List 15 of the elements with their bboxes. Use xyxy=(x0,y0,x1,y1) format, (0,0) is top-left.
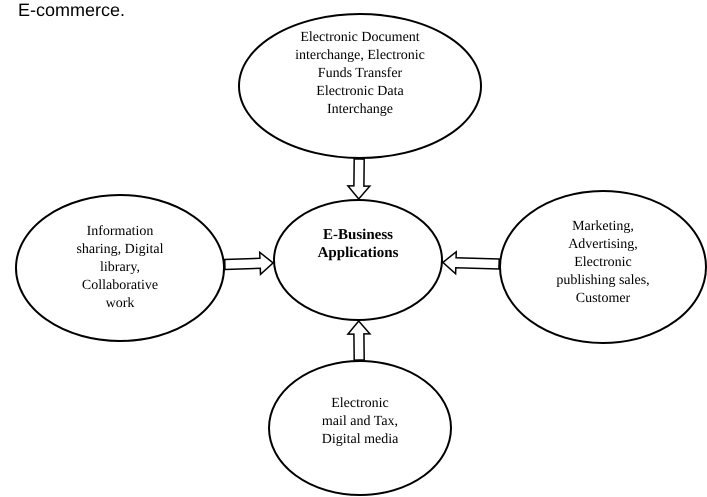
ellipse-node xyxy=(15,194,225,342)
node-text: Information sharing, Digital library, Collaborative work xyxy=(75,223,165,313)
block-arrow xyxy=(346,320,372,361)
ellipse-node xyxy=(238,13,482,159)
block-arrow xyxy=(224,250,274,276)
ellipse-node xyxy=(499,190,707,344)
node-text: E-Business Applications xyxy=(316,226,400,262)
block-arrow xyxy=(346,158,372,200)
block-arrow xyxy=(442,250,500,276)
node-text: Marketing, Advertising, Electronic publishing sales, Customer xyxy=(555,218,651,308)
heading-text: E-commerce. xyxy=(18,0,126,21)
node-text: Electronic Document interchange, Electronic Funds Transfer Electronic Data Interchange xyxy=(294,29,426,119)
ellipse-node xyxy=(268,360,452,496)
ellipse-node xyxy=(273,199,443,321)
node-text: Electronic mail and Tax, Digital media xyxy=(320,395,400,449)
